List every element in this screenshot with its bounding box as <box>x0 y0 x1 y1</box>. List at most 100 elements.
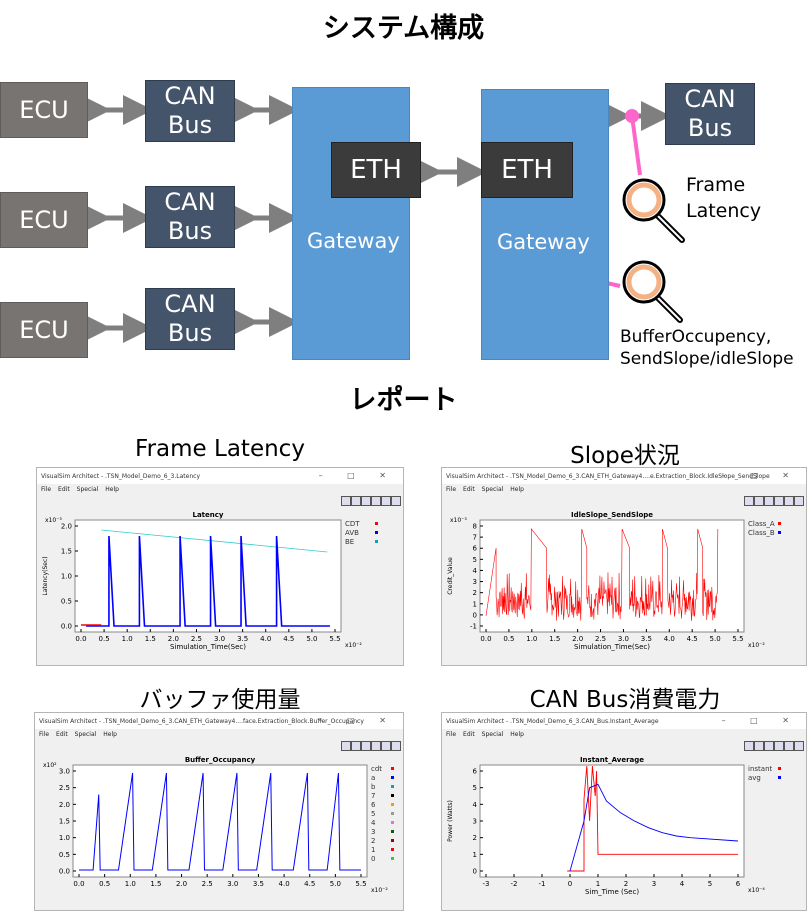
window-controls[interactable]: – □ ✕ <box>318 716 397 725</box>
toolbar-icon-3[interactable] <box>361 741 371 751</box>
x-exponent: x10⁻² <box>371 887 388 894</box>
window-toolbar <box>35 739 403 753</box>
y-tick-label: 1.5 <box>61 548 72 556</box>
toolbar-icon-3[interactable] <box>764 741 774 751</box>
toolbar-icon-1[interactable] <box>744 496 754 506</box>
x-tick-label: 4.5 <box>304 880 315 888</box>
toolbar-icon-1[interactable] <box>341 496 351 506</box>
window-controls[interactable]: – □ ✕ <box>318 471 397 480</box>
toolbar-icon-5[interactable] <box>784 496 794 506</box>
y-tick-label: 4 <box>473 567 478 575</box>
menu-item-help[interactable]: Help <box>510 730 524 738</box>
x-tick-label: 4 <box>680 880 685 888</box>
x-tick-label: 1.0 <box>125 880 136 888</box>
y-tick-label: 0.0 <box>61 623 72 631</box>
window-controls[interactable]: – □ ✕ <box>721 716 800 725</box>
x-tick-label: 5.0 <box>306 635 317 643</box>
y-tick-label: 2.0 <box>59 801 70 809</box>
legend-label: 5 <box>371 810 375 818</box>
window-menu: File Edit Special Help <box>442 484 806 494</box>
legend-swatch <box>391 767 394 770</box>
toolbar-icon-6[interactable] <box>391 741 401 751</box>
y-axis-label: Latency(Sec) <box>42 556 49 595</box>
series-group <box>79 772 361 871</box>
series-a <box>79 772 361 871</box>
menu-item-edit[interactable]: Edit <box>58 485 70 493</box>
ecu-box-1: ECU <box>0 82 88 138</box>
menu-item-special[interactable]: Special <box>481 485 504 493</box>
probe-buffer-label: BufferOccupency, SendSlope/idleSlope <box>620 327 794 369</box>
toolbar-icon-1[interactable] <box>341 741 351 751</box>
toolbar-icon-3[interactable] <box>764 496 774 506</box>
y-exponent: x10⁻³ <box>450 517 467 524</box>
menu-item-edit[interactable]: Edit <box>56 730 68 738</box>
toolbar-icon-6[interactable] <box>391 496 401 506</box>
window-title-bar: VisualSim Architect - .TSN_Model_Demo_6_… <box>37 468 403 484</box>
toolbar-icon-5[interactable] <box>784 741 794 751</box>
menu-item-help[interactable]: Help <box>105 485 119 493</box>
x-tick-label: 0.5 <box>99 635 110 643</box>
menu-item-help[interactable]: Help <box>103 730 117 738</box>
toolbar-icon-6[interactable] <box>794 741 804 751</box>
series-group <box>485 528 719 622</box>
toolbar-icon-2[interactable] <box>754 496 764 506</box>
menu-item-help[interactable]: Help <box>510 485 524 493</box>
x-tick-label: 5.5 <box>732 635 743 643</box>
x-tick-label: 5.5 <box>355 880 366 888</box>
toolbar-icon-4[interactable] <box>371 741 381 751</box>
y-tick-label: 1.0 <box>61 573 72 581</box>
legend-swatch <box>391 830 394 833</box>
toolbar-icon-2[interactable] <box>351 496 361 506</box>
legend-swatch <box>778 522 781 525</box>
toolbar-icon-5[interactable] <box>381 496 391 506</box>
toolbar-icon-4[interactable] <box>371 496 381 506</box>
plot-title: Instant_Average <box>580 756 644 764</box>
legend-swatch <box>391 812 394 815</box>
legend-label: instant <box>748 765 772 773</box>
legend-label: Class_A <box>748 520 775 528</box>
y-tick-label: 2.0 <box>61 523 72 531</box>
menu-item-special[interactable]: Special <box>74 730 97 738</box>
toolbar-icon-2[interactable] <box>351 741 361 751</box>
legend-swatch <box>391 848 394 851</box>
legend-swatch <box>391 821 394 824</box>
menu-item-file[interactable]: File <box>41 485 52 493</box>
gateway-box-2: Gateway <box>481 89 609 360</box>
menu-item-file[interactable]: File <box>39 730 50 738</box>
y-tick-label: 1.0 <box>59 834 70 842</box>
y-tick-label: 5 <box>473 556 477 564</box>
menu-item-file[interactable]: File <box>446 730 457 738</box>
menu-item-special[interactable]: Special <box>481 730 504 738</box>
legend-swatch <box>375 522 378 525</box>
toolbar-icon-2[interactable] <box>754 741 764 751</box>
x-tick-label: 0.5 <box>99 880 110 888</box>
toolbar-icon-3[interactable] <box>361 496 371 506</box>
toolbar-icon-1[interactable] <box>744 741 754 751</box>
toolbar-icon-4[interactable] <box>774 741 784 751</box>
series-class-a <box>485 528 719 622</box>
menu-item-edit[interactable]: Edit <box>463 730 475 738</box>
legend-label: CDT <box>345 520 360 528</box>
caption-can-power: CAN Bus消費電力 <box>529 687 721 713</box>
y-tick-label: 0 <box>473 868 477 876</box>
toolbar-icon-6[interactable] <box>794 496 804 506</box>
menu-item-special[interactable]: Special <box>76 485 99 493</box>
menu-item-file[interactable]: File <box>446 485 457 493</box>
toolbar-icon-4[interactable] <box>774 496 784 506</box>
x-tick-label: 4.5 <box>283 635 294 643</box>
legend-swatch <box>778 767 781 770</box>
ecu-box-3: ECU <box>0 302 88 358</box>
x-tick-label: 2 <box>624 880 628 888</box>
menu-item-edit[interactable]: Edit <box>463 485 475 493</box>
x-tick-label: 3.0 <box>227 880 238 888</box>
toolbar-icon-5[interactable] <box>381 741 391 751</box>
x-tick-label: 2.0 <box>572 635 583 643</box>
legend-label: 0 <box>371 855 375 863</box>
window-controls[interactable]: – □ ✕ <box>721 471 800 480</box>
x-tick-label: 0.0 <box>75 635 86 643</box>
chart-window-power: VisualSim Architect - .TSN_Model_Demo_6_… <box>441 712 807 911</box>
x-tick-label: 1.0 <box>526 635 537 643</box>
window-menu: File Edit Special Help <box>35 729 403 739</box>
window-title-bar: VisualSim Architect - .TSN_Model_Demo_6_… <box>35 713 403 729</box>
